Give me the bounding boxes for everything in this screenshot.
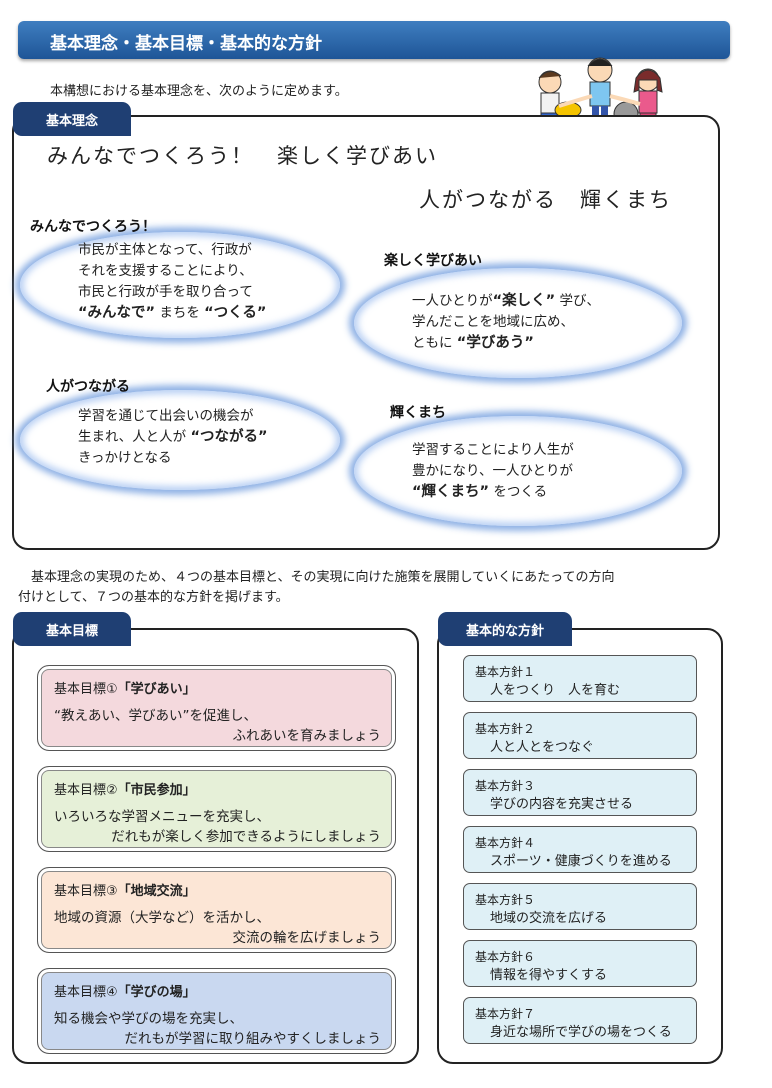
goal-card-4: 基本目標④「学びの場」 知る機会や学びの場を充実し、 だれもが学習に取り組みやす… <box>37 968 396 1054</box>
philosophy-heading-2: 楽しく学びあい <box>384 253 482 269</box>
intro-text: 本構想における基本理念を、次のように定めます。 <box>50 84 348 99</box>
philosophy-ellipse-3 <box>20 390 340 490</box>
philosophy-ellipse-2 <box>354 268 682 378</box>
goal-card-1: 基本目標①「学びあい」 “教えあい、学びあい”を促進し、 ふれあいを育みましょう <box>37 665 396 751</box>
philosophy-ellipse-4 <box>354 416 682 526</box>
goal-card-2: 基本目標②「市民参加」 いろいろな学習メニューを充実し、 だれもが楽しく参加でき… <box>37 766 396 852</box>
philosophy-text-4: 学習することにより人生が 豊かになり、一人ひとりが “輝くまち” をつくる <box>412 442 574 500</box>
page-title-banner: 基本理念・基本目標・基本的な方針 <box>18 21 730 59</box>
slogan-line-2: 人がつながる 輝くまち <box>419 188 672 212</box>
philosophy-heading-3: 人がつながる <box>46 379 130 395</box>
slogan-line-1: みんなでつくろう！ 楽しく学びあい <box>47 144 438 168</box>
philosophy-text-3: 学習を通じて出会いの機会が 生まれ、人と人が “つながる” きっかけとなる <box>78 408 268 466</box>
policies-tab: 基本的な方針 <box>438 612 572 646</box>
philosophy-tab: 基本理念 <box>13 102 131 136</box>
page-title: 基本理念・基本目標・基本的な方針 <box>50 34 322 54</box>
middle-text-line-2: 付けとして、７つの基本的な方針を掲げます。 <box>18 590 289 605</box>
philosophy-heading-1: みんなでつくろう！ <box>30 219 156 235</box>
philosophy-text-2: 一人ひとりが“楽しく” 学び、 学んだことを地域に広め、 ともに “学びあう” <box>412 293 600 351</box>
philosophy-text-1: 市民が主体となって、行政が それを支援することにより、 市民と行政が手を取り合っ… <box>78 242 267 321</box>
goals-tab: 基本目標 <box>13 612 131 646</box>
goal-card-3: 基本目標③「地域交流」 地域の資源（大学など）を活かし、 交流の輪を広げましょう <box>37 867 396 953</box>
middle-text-line-1: 基本理念の実現のため、４つの基本目標と、その実現に向けた施策を展開していくにあた… <box>18 570 615 585</box>
philosophy-ellipse-1 <box>20 232 340 338</box>
philosophy-heading-4: 輝くまち <box>390 405 446 421</box>
